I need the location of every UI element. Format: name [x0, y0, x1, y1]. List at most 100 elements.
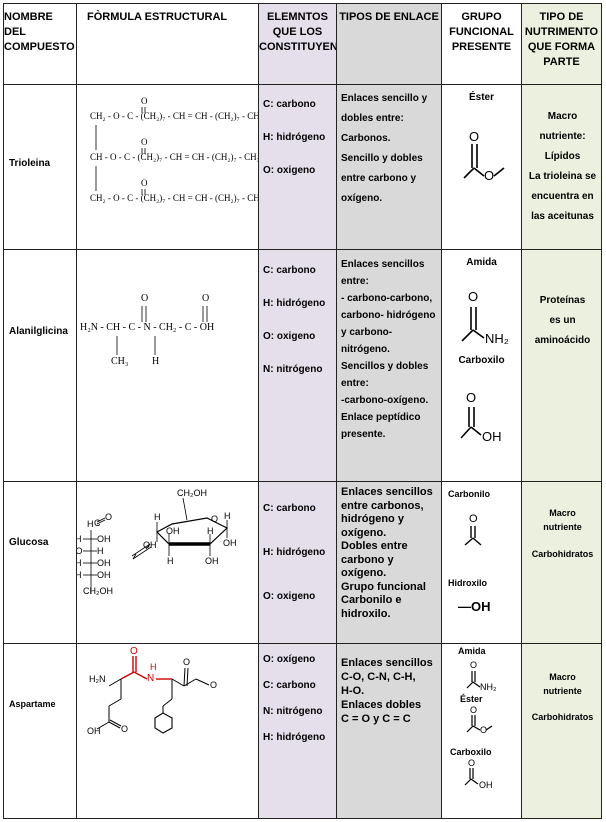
- atom-h: H: [207, 526, 214, 536]
- atom-o: O: [121, 724, 129, 734]
- group-ester-label: Éster: [468, 92, 494, 103]
- cell-bonds: Enlaces sencillo y dobles entre: Carbono…: [336, 84, 442, 250]
- element-item: O: oxigeno: [263, 591, 316, 602]
- nutrient-line: nutriente: [543, 522, 582, 532]
- bond-line: entre:: [341, 276, 369, 287]
- bond-line: oxígeno.: [341, 567, 387, 579]
- compound-name: Trioleina: [9, 158, 51, 169]
- row-alanilglicina: Alanilglicina O O H₂N - CH - C - N - CH₂…: [3, 249, 602, 482]
- bond-line: hidroxilo.: [341, 607, 391, 620]
- carbonyl-group-structure: [464, 526, 482, 546]
- bond-line: hidrógeno y: [341, 513, 404, 525]
- element-item: O: oxígeno: [263, 654, 316, 665]
- cell-formula: H₂N N H O O O O OH: [76, 643, 259, 819]
- row-aspartame: Aspartame: [3, 643, 602, 819]
- atom-h: H: [97, 546, 104, 556]
- cell-elements: C: carbono H: hidrógeno O: oxigeno N: ni…: [258, 249, 337, 482]
- element-item: N: nitrógeno: [263, 706, 323, 717]
- bond-line: dobles entre:: [341, 113, 404, 124]
- aspartame-groups-structure: [464, 671, 493, 786]
- nutrient-line: Lípidos: [544, 151, 581, 162]
- atom-h: H: [167, 556, 174, 566]
- peptide-bond-highlight: [120, 656, 172, 680]
- hydroxyl-oh: OH: [205, 556, 219, 566]
- methyl-group: CH₃: [111, 356, 129, 367]
- amide-nitrogen: N: [147, 673, 155, 684]
- cell-group: Carbonilo O Hidroxilo —OH: [441, 481, 522, 644]
- atom-o: O: [141, 96, 148, 106]
- element-item: C: carbono: [263, 503, 316, 514]
- nutrient-line: nutriente: [543, 686, 582, 696]
- compound-name: Aspartame: [9, 699, 56, 709]
- compound-name: Alanilglicina: [9, 326, 68, 337]
- atom-o: O: [105, 512, 113, 522]
- bond-line: Enlace peptídico: [341, 412, 421, 423]
- nutrient-line: Macro: [547, 111, 578, 122]
- group-ester-label: Éster: [460, 694, 483, 704]
- cell-nutrient: Macro nutriente Carbohidratos: [521, 481, 602, 644]
- group-carbonyl-label: Carbonilo: [448, 489, 490, 499]
- bond-line: oxígeno.: [341, 193, 383, 204]
- glucosa-ch2oh: CH₂OH: [177, 488, 207, 498]
- hydroxyl-oh: OH: [482, 429, 502, 444]
- cell-elements: C: carbono H: hidrógeno O: oxigeno: [258, 84, 337, 250]
- carboxyl-group-structure: [460, 407, 482, 439]
- nutrient-line: Proteínas: [539, 295, 586, 306]
- element-item: C: carbono: [263, 265, 316, 276]
- bond-line: Enlaces dobles: [341, 699, 422, 711]
- atom-o: O: [480, 725, 488, 735]
- group-carboxyl-label: Carboxilo: [450, 747, 492, 757]
- bond-line: Enlaces sencillos: [341, 657, 433, 669]
- trioleina-bonds: [95, 107, 146, 195]
- cell-group: Amida O NH₂ Carboxilo O OH: [441, 249, 522, 482]
- cell-formula: O O H₂N - CH - C - N - CH₂ - C - OH CH₃ …: [76, 249, 259, 482]
- hydroxyl-oh: OH: [223, 538, 237, 548]
- nutrient-line: nutriente:: [539, 131, 586, 142]
- header-group: GRUPO FUNCIONAL PRESENTE: [441, 3, 522, 85]
- amine-nh2: NH₂: [485, 331, 509, 346]
- element-item: C: carbono: [263, 680, 316, 691]
- group-amide-label: Amida: [458, 646, 486, 656]
- amide-group-structure: [460, 307, 485, 439]
- header-name: NOMBRE DEL COMPUESTO: [3, 3, 77, 85]
- bond-line: Enlaces sencillo y: [341, 93, 428, 104]
- atom-o: O: [183, 657, 191, 667]
- hydroxyl-ho: HO: [78, 546, 83, 556]
- cell-group: Éster O O: [441, 84, 522, 250]
- group-carboxyl-label: Carboxilo: [458, 355, 505, 366]
- cell-bonds: Enlaces sencillos entre: - carbono-carbo…: [336, 249, 442, 482]
- aspartame-formula: H₂N N H O O O O OH: [78, 645, 258, 818]
- alanilglicina-chain: H₂N - CH - C - N - CH₂ - C - OH: [80, 322, 215, 333]
- bond-line: carbono- hidrógeno: [341, 310, 436, 321]
- hydroxyl-group-structure: —OH: [458, 599, 491, 614]
- nutrient-line: Carbohidratos: [531, 549, 594, 559]
- cell-name: Aspartame: [3, 643, 77, 819]
- nutrient-line: Macro: [549, 672, 576, 682]
- atom-h: H: [78, 534, 82, 544]
- trioleina-formula: O CH₂ - O - C - (CH₂)₇ - CH = CH - (CH₂)…: [78, 86, 259, 249]
- atom-h: H: [154, 512, 161, 522]
- trioleina-chain-1: CH₂ - O - C - (CH₂)₇ - CH = CH - (CH₂)₇ …: [90, 111, 259, 121]
- bond-line: oxígeno.: [341, 526, 387, 539]
- header-row: NOMBRE DEL COMPUESTO FÒRMULA ESTRUCTURAL…: [3, 3, 602, 85]
- atom-c: C: [94, 518, 101, 528]
- cell-name: Alanilglicina: [3, 249, 77, 482]
- alanilglicina-bonds: [116, 306, 208, 355]
- amine-h2n: H₂N: [89, 674, 106, 684]
- nutrient-line: las aceitunas: [531, 211, 594, 222]
- hydroxyl-oh: OH: [87, 726, 101, 736]
- atom-h: H: [78, 558, 82, 568]
- bond-line: presente.: [341, 429, 386, 440]
- row-glucosa: Glucosa: [3, 481, 602, 644]
- element-item: H: hidrógeno: [263, 132, 326, 143]
- glucosa-bonds: [83, 497, 229, 594]
- cell-name: Trioleina: [3, 84, 77, 250]
- cell-elements: C: carbono H: hidrógeno O: oxigeno: [258, 481, 337, 644]
- compounds-table: NOMBRE DEL COMPUESTO FÒRMULA ESTRUCTURAL…: [3, 3, 602, 819]
- header-nutrient: TIPO DE NUTRIMENTO QUE FORMA PARTE: [521, 3, 602, 85]
- element-item: N: nitrógeno: [263, 364, 323, 375]
- element-item: H: hidrógeno: [263, 732, 326, 743]
- glucosa-formula: H C O OH H HO H H OH H OH CH₂OH CH₂OH O …: [78, 483, 258, 643]
- cell-bonds: Enlaces sencillos C-O, C-N, C-H, H-O. En…: [336, 643, 442, 819]
- nutrient-line: es un: [549, 315, 576, 326]
